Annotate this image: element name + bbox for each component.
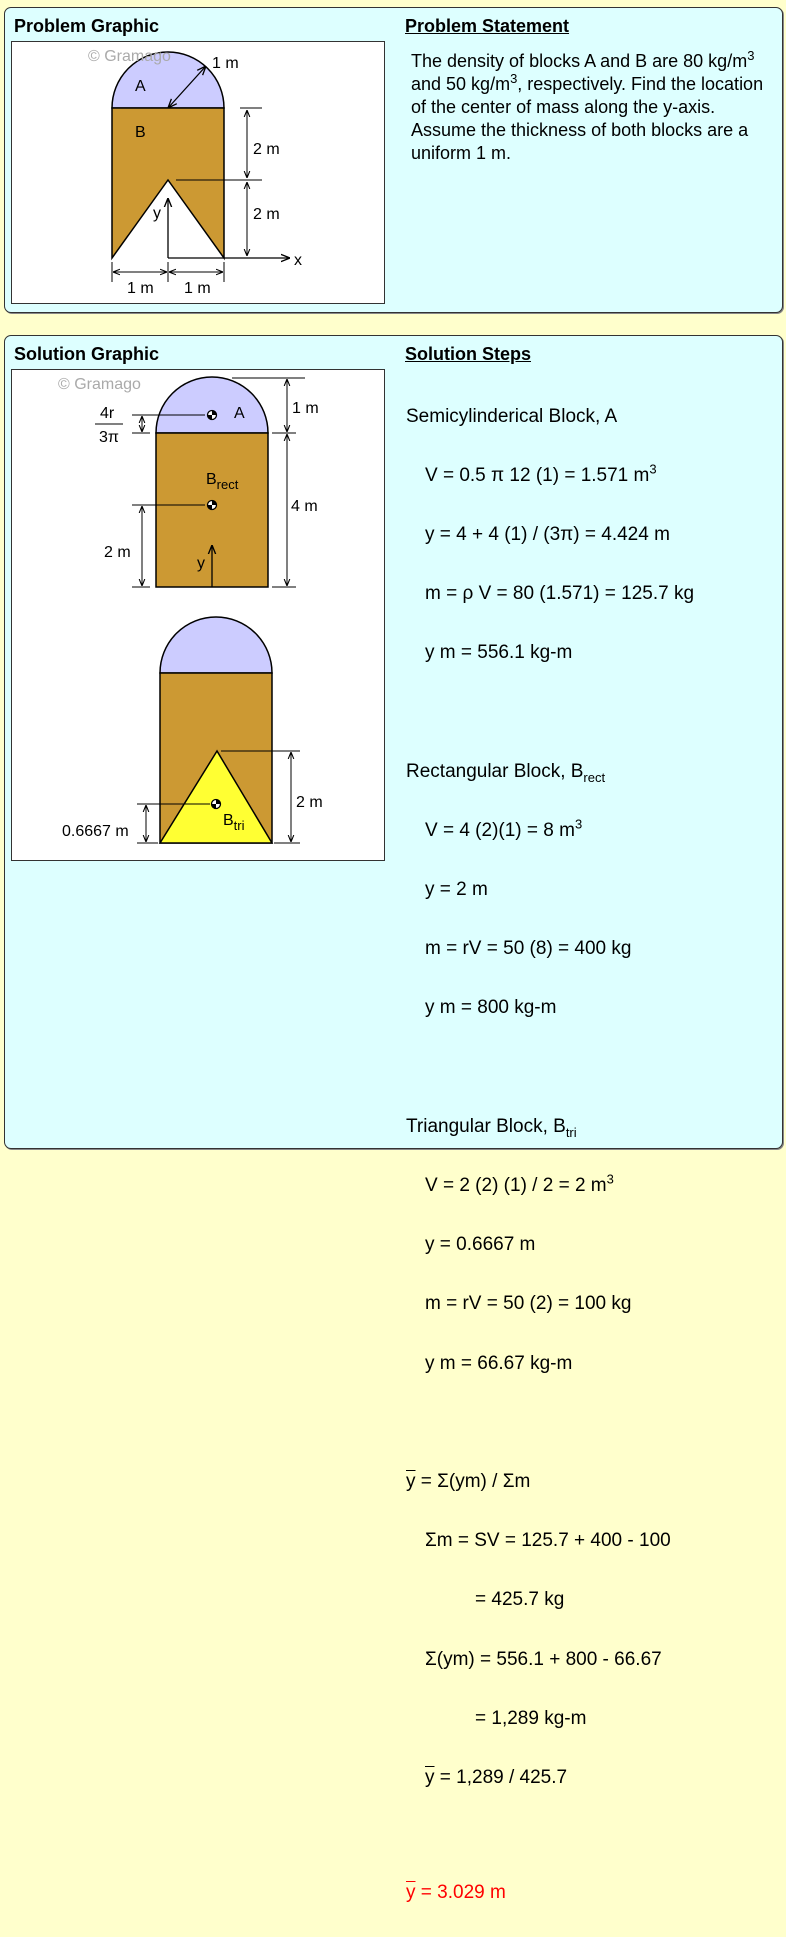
solution-graphic: © Gramago A 4r 3π 1 m 4 m Brect 2 m y 2 … [11,369,385,861]
step-a-y: y = 4 + 4 (1) / (3π) = 4.424 m [425,523,670,545]
step-tri-ym: y m = 66.67 kg-m [425,1352,573,1374]
problem-figure: © Gramago 1 m A B 2 m 2 m x y 1 m 1 m [88,48,302,297]
radius-label: 1 m [212,55,239,72]
dim-right: 1 m [184,280,211,297]
watermark: © Gramago [88,48,171,65]
dim-upper: 2 m [253,141,280,158]
semicircle-a [155,376,269,434]
dim-2m: 2 m [104,544,131,561]
label-a: A [234,405,245,422]
step-rect-volume: V = 4 (2)(1) = 8 m3 [425,816,583,841]
dim-1m: 1 m [292,400,319,417]
ybar-formula: y = Σ(ym) / Σm [406,1470,531,1492]
triangle-b [158,749,274,844]
sum-mass: Σm = SV = 125.7 + 400 - 100 [425,1530,671,1552]
axis-y-label: y [197,555,205,572]
solution-figure: © Gramago A 4r 3π 1 m 4 m Brect 2 m y 2 … [58,376,323,844]
frac-denominator: 3π [99,429,119,446]
centroid-tri [210,798,222,810]
step-a-mass: m = ρ V = 80 (1.571) = 125.7 kg [425,583,695,605]
watermark: © Gramago [58,376,141,393]
axis-x-label: x [294,252,302,269]
solution-steps-title: Solution Steps [405,344,531,364]
step-a-title: Semicylinderical Block, A [406,405,618,427]
final-answer: y = 3.029 m [406,1881,506,1903]
problem-statement-title: Problem Statement [405,16,570,36]
problem-graphic-title: Problem Graphic [14,16,160,36]
label-a: A [135,78,146,95]
dim-4m: 4 m [291,498,318,515]
problem-graphic: © Gramago 1 m A B 2 m 2 m x y 1 m 1 m [11,41,385,304]
frac-numerator: 4r [100,405,115,422]
label-b-tri: Btri [223,812,245,833]
dim-lower: 2 m [253,206,280,223]
step-rect-y: y = 2 m [425,879,488,901]
ybar-division: y = 1,289 / 425.7 [425,1766,568,1788]
step-rect-ym: y m = 800 kg-m [425,997,557,1019]
centroid-a [206,409,218,421]
problem-statement: The density of blocks A and B are 80 kg/… [411,48,764,163]
step-tri-title: Triangular Block, Btri [406,1115,577,1140]
sum-ym-result: = 1,289 kg-m [475,1707,587,1729]
solution-graphic-title: Solution Graphic [14,344,160,364]
sum-ym: Σ(ym) = 556.1 + 800 - 66.67 [425,1648,662,1670]
step-a-ym: y m = 556.1 kg-m [425,642,573,664]
dim-left: 1 m [127,280,154,297]
step-rect-mass: m = rV = 50 (8) = 400 kg [425,938,632,960]
step-a-volume: V = 0.5 π 12 (1) = 1.571 m3 [425,461,657,486]
step-tri-mass: m = rV = 50 (2) = 100 kg [425,1293,632,1315]
dim-tri-cg: 0.6667 m [62,823,129,840]
dim-tri: 2 m [296,794,323,811]
label-b-rect: Brect [206,471,239,492]
step-tri-volume: V = 2 (2) (1) / 2 = 2 m3 [425,1171,614,1197]
label-b: B [135,124,146,141]
step-rect-title: Rectangular Block, Brect [406,760,606,785]
centroid-rect [206,499,218,511]
sum-mass-result: = 425.7 kg [475,1589,565,1611]
step-tri-y: y = 0.6667 m [425,1234,536,1256]
axis-y-label: y [153,205,161,222]
solution-steps: Semicylinderical Block, A V = 0.5 π 12 (… [406,372,694,1937]
